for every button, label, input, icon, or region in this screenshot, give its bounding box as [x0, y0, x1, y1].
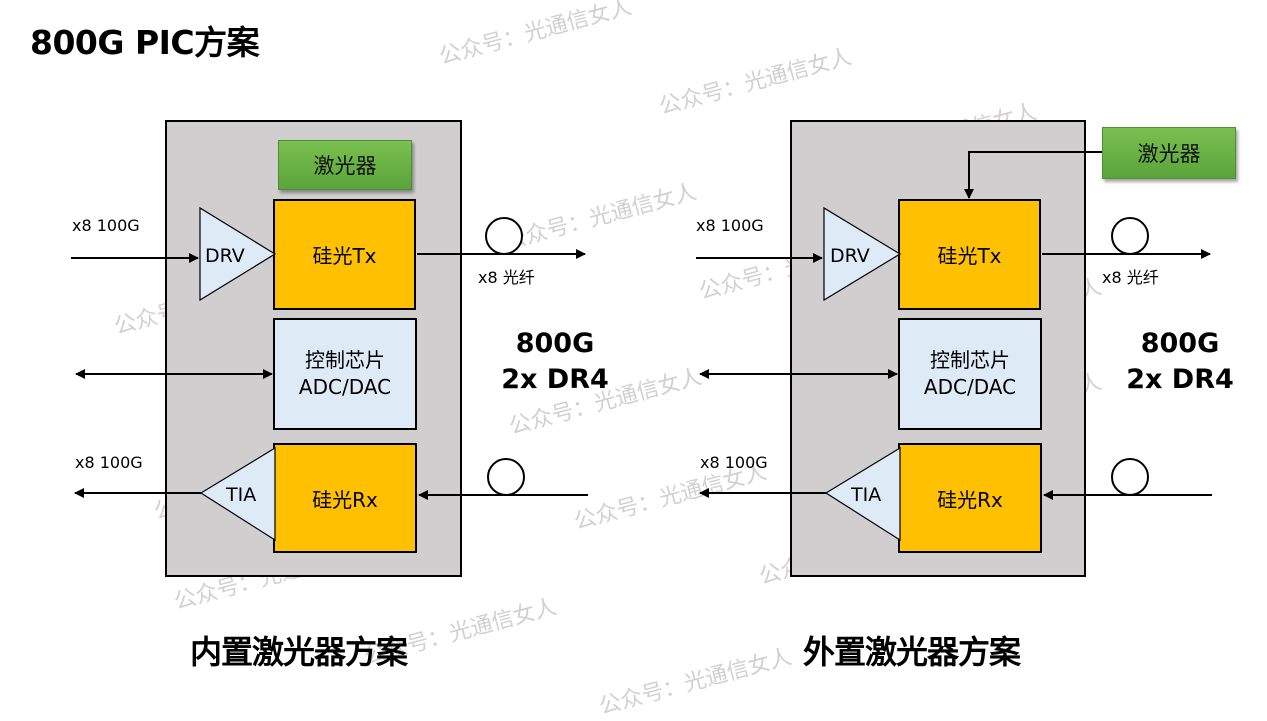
left-fiber-label: x8 光纤 — [478, 268, 535, 287]
right-output-label: x8 100G — [700, 453, 768, 472]
left-silicon-tx-block: 硅光Tx — [273, 199, 416, 310]
right-tx-fiber-loop — [1111, 217, 1149, 255]
right-input-label: x8 100G — [696, 216, 764, 235]
left-tx-fiber-loop — [485, 217, 523, 255]
right-tia-label: TIA — [851, 484, 882, 506]
right-scheme-caption: 外置激光器方案 — [803, 633, 1021, 671]
watermark: 公众号：光通信女人 — [596, 644, 795, 720]
right-fiber-label: x8 光纤 — [1102, 268, 1159, 287]
watermark: 公众号：光通信女人 — [656, 44, 855, 120]
left-rate-label: 800G 2x DR4 — [490, 326, 620, 398]
watermark: 公众号：光通信女人 — [501, 179, 700, 255]
left-control-label-1: 控制芯片 — [305, 348, 385, 372]
page-title: 800G PIC方案 — [30, 23, 260, 62]
left-tia-label: TIA — [226, 484, 257, 506]
right-tx-label: 硅光Tx — [937, 244, 1002, 268]
right-control-chip-block: 控制芯片 ADC/DAC — [898, 318, 1042, 430]
left-rate-line-1: 800G — [515, 328, 595, 359]
right-rx-fiber-loop — [1111, 458, 1149, 496]
left-control-label-2: ADC/DAC — [298, 375, 392, 399]
right-rate-label: 800G 2x DR4 — [1115, 326, 1245, 398]
right-drv-label: DRV — [830, 245, 870, 267]
left-rx-fiber-loop — [487, 458, 525, 496]
right-rate-line-1: 800G — [1140, 328, 1220, 359]
right-silicon-tx-block: 硅光Tx — [898, 199, 1041, 310]
left-control-chip-block: 控制芯片 ADC/DAC — [273, 318, 417, 430]
left-rate-line-2: 2x DR4 — [501, 364, 609, 395]
right-external-laser-block: 激光器 — [1102, 127, 1236, 179]
watermark: 公众号：光通信女人 — [436, 0, 635, 70]
left-scheme-caption: 内置激光器方案 — [190, 633, 408, 671]
left-silicon-rx-block: 硅光Rx — [273, 443, 417, 553]
left-rx-label: 硅光Rx — [312, 487, 378, 512]
left-tx-label: 硅光Tx — [312, 244, 377, 268]
left-laser-block: 激光器 — [278, 140, 412, 190]
left-laser-label: 激光器 — [313, 154, 377, 178]
right-rx-label: 硅光Rx — [937, 487, 1003, 512]
right-laser-label: 激光器 — [1137, 142, 1201, 166]
left-output-label: x8 100G — [75, 453, 143, 472]
right-control-label-2: ADC/DAC — [923, 375, 1017, 399]
left-drv-label: DRV — [205, 245, 245, 267]
left-input-label: x8 100G — [72, 216, 140, 235]
right-control-label-1: 控制芯片 — [930, 348, 1010, 372]
right-rate-line-2: 2x DR4 — [1126, 364, 1234, 395]
right-silicon-rx-block: 硅光Rx — [898, 443, 1042, 553]
